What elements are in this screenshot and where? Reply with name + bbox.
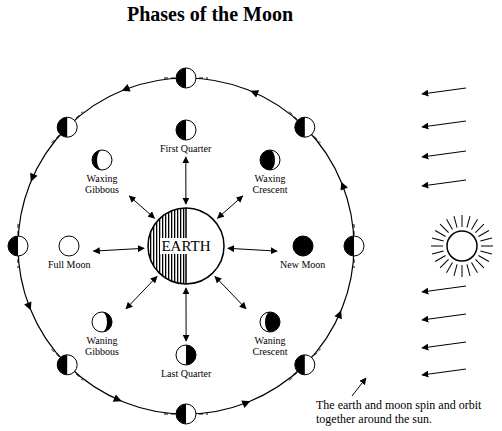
orbit-moons — [8, 68, 364, 424]
note-text: The earth and moon spin and orbit togeth… — [316, 398, 496, 426]
sun-symbol — [431, 215, 493, 277]
moon-icon — [292, 235, 314, 257]
double-arrow — [129, 196, 154, 218]
moon-icon — [259, 149, 281, 171]
moon-phase: Full Moon — [48, 235, 91, 270]
tangent-lines — [18, 78, 354, 414]
phase-label: Waning Crescent — [245, 335, 295, 357]
orbit-arrowheads — [24, 84, 348, 408]
double-arrow — [218, 196, 243, 218]
title: Phases of the Moon — [60, 2, 360, 26]
moon-icon — [175, 119, 197, 141]
phase-label: Waning Gibbous — [77, 335, 127, 357]
moon-icon — [91, 149, 113, 171]
sunlight-arrows — [422, 88, 466, 375]
phase-label: Last Quarter — [161, 368, 211, 379]
pointer-arrow — [352, 378, 366, 396]
phase-label: Waxing Gibbous — [77, 173, 127, 195]
moon-phase: Waxing Gibbous — [77, 149, 127, 195]
double-arrow — [228, 248, 277, 251]
moon-phase: Waxing Crescent — [245, 149, 295, 195]
phase-label: New Moon — [280, 259, 325, 270]
moon-phase: Last Quarter — [161, 344, 211, 379]
earth-label: EARTH — [160, 238, 211, 254]
moon-phase: First Quarter — [160, 119, 211, 154]
phase-label: First Quarter — [160, 143, 211, 154]
orbit-circle — [18, 78, 354, 414]
phase-label: Waxing Crescent — [245, 173, 295, 195]
moon-icon — [91, 311, 113, 333]
earth-node: EARTH — [147, 207, 225, 285]
moon-phase: Waning Gibbous — [77, 311, 127, 357]
moon-icon — [175, 344, 197, 366]
double-arrow — [186, 288, 187, 341]
phase-label: Full Moon — [48, 259, 91, 270]
moon-icon — [259, 311, 281, 333]
moon-phase: Waning Crescent — [245, 311, 295, 357]
double-arrow — [94, 248, 145, 251]
double-arrow — [215, 276, 246, 308]
moon-phase: New Moon — [280, 235, 325, 270]
double-arrow — [185, 157, 186, 204]
moon-icon — [58, 235, 80, 257]
double-arrow — [126, 276, 157, 308]
